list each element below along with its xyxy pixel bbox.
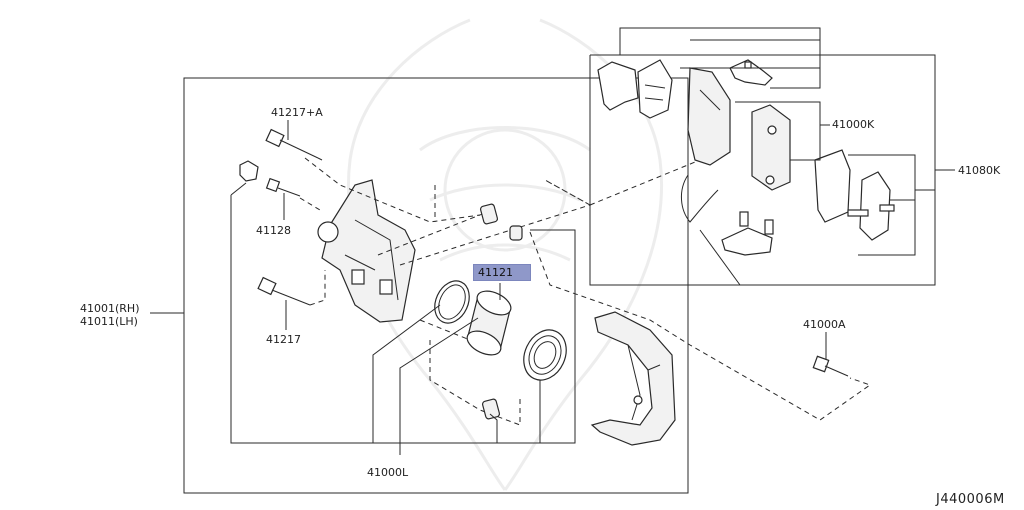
brake-pad-icon [687, 67, 731, 166]
caliper-bracket-icon [590, 311, 676, 446]
caliper-body-icon [317, 179, 416, 323]
diagram-code: J440006M [936, 492, 1005, 507]
anti-rattle-clip-icon [721, 211, 774, 256]
brake-pad-icon [751, 104, 791, 191]
pad-shim-icon [814, 149, 851, 223]
pad-shim-icon [847, 171, 895, 241]
slide-pin-icon [265, 128, 323, 161]
piston-icon [466, 290, 512, 356]
label-41000k: 41000K [832, 118, 875, 131]
pad-shim-icon [597, 61, 639, 111]
label-41121[interactable]: 41121 [473, 264, 531, 281]
label-41000l: 41000L [367, 466, 409, 479]
label-41001-rh: 41001(RH) [80, 302, 140, 315]
bleeder-screw-icon [239, 160, 301, 197]
piston-seal-icon [434, 280, 470, 324]
dust-boot-icon [523, 329, 567, 381]
bolt-icon [257, 276, 311, 306]
label-41217: 41217 [266, 333, 301, 346]
label-41080k: 41080K [958, 164, 1001, 177]
label-41128: 41128 [256, 224, 291, 237]
label-41217a: 41217+A [271, 106, 323, 119]
bushing-icon [479, 203, 523, 420]
wear-sensor-spring-icon [681, 174, 719, 223]
pad-shim-icon [637, 59, 673, 119]
anti-rattle-clip-icon [729, 59, 773, 86]
label-41011-lh: 41011(LH) [80, 315, 138, 328]
bolt-icon [812, 355, 849, 377]
label-41000a: 41000A [803, 318, 846, 331]
